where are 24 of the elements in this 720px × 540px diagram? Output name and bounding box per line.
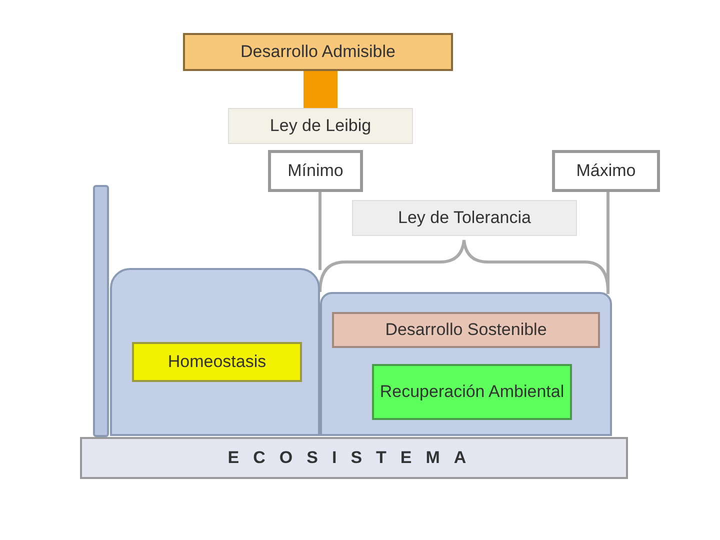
- node-label: Máximo: [576, 161, 636, 181]
- base-bar: [80, 437, 628, 479]
- label-box: [132, 342, 302, 382]
- node-label: Mínimo: [288, 161, 344, 181]
- label-box: [372, 364, 572, 420]
- region-panel: [320, 292, 612, 436]
- leader-line: [318, 192, 322, 270]
- limit-box: [552, 150, 660, 192]
- law-box: [352, 200, 577, 236]
- connector-block: [304, 71, 338, 108]
- node-label: Desarrollo Sostenible: [385, 320, 547, 340]
- leader-line: [606, 192, 610, 294]
- heading-box: [183, 33, 453, 71]
- label-box: [332, 312, 600, 348]
- node-label: Desarrollo Admisible: [240, 42, 396, 62]
- law-box: [228, 108, 413, 144]
- region-panel: [110, 268, 320, 436]
- node-label: Homeostasis: [168, 352, 266, 372]
- node-label: Ley de Leibig: [270, 116, 372, 136]
- node-label: ECOSISTEMA: [228, 448, 480, 468]
- pole: [93, 185, 109, 437]
- limit-box: [268, 150, 363, 192]
- node-label: Ley de Tolerancia: [398, 208, 531, 228]
- node-label: Recuperación Ambiental: [380, 382, 564, 402]
